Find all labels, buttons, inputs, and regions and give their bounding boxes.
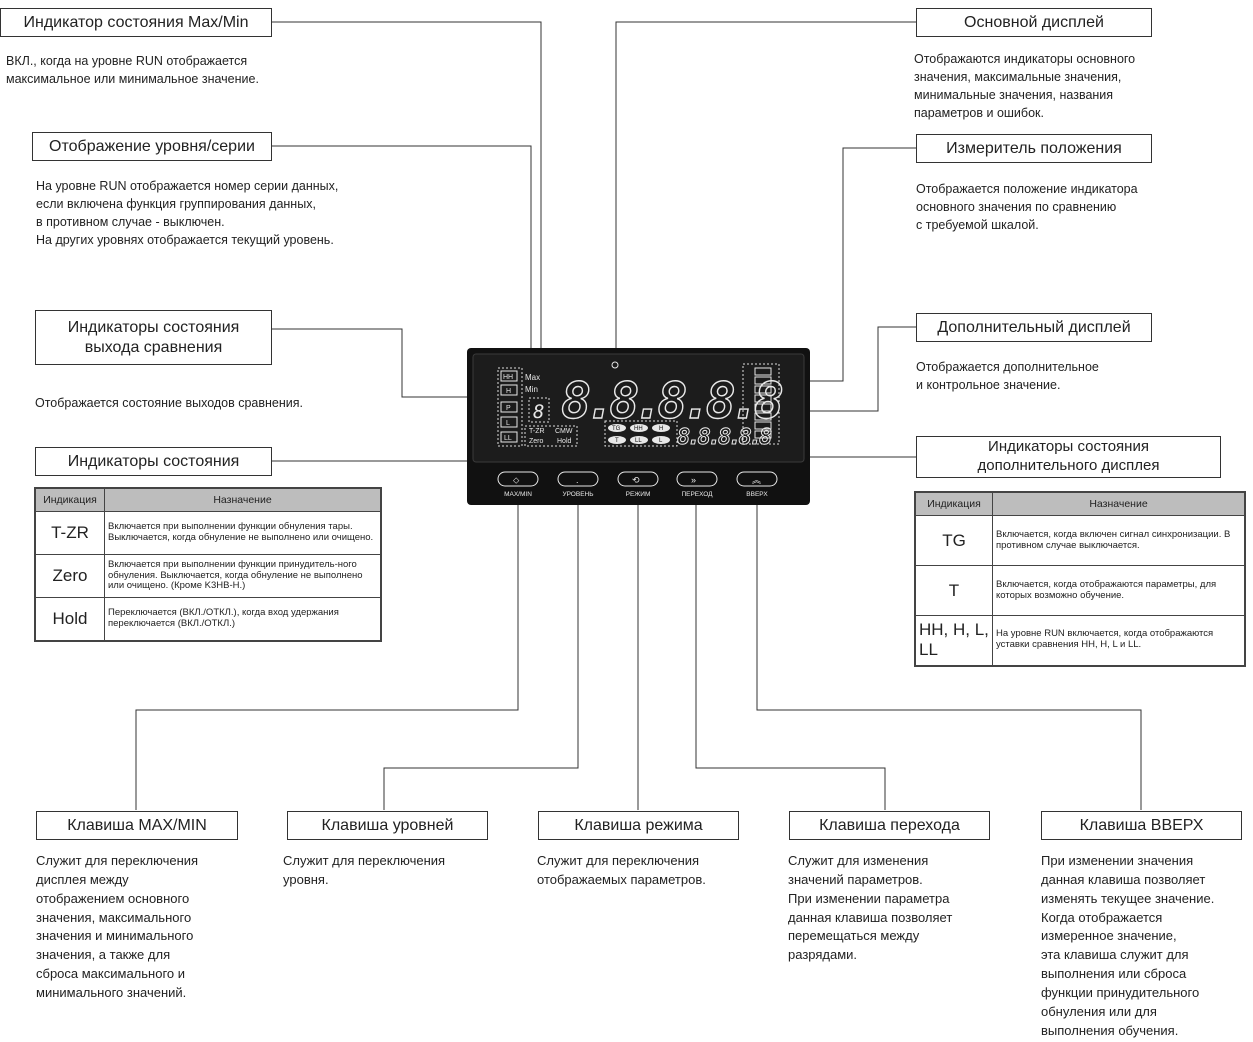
sub-status-indicators-table: Индикация Назначение TG Включается, когд… [914,491,1246,667]
label-key-up: Клавиша ВВЕРХ [1041,811,1242,840]
key-label-level: УРОВЕНЬ [562,491,593,498]
key-label-mode: РЕЖИМ [626,491,651,498]
level-digit: 8 [533,401,544,423]
table-row: T Включается, когда отображаются парамет… [914,565,1246,616]
indicator-desc: Включается, когда отображаются параметры… [992,565,1246,616]
indicator-h: H [506,388,511,395]
level-key-icon: . [576,475,579,485]
indicator-hh: HH [503,374,513,381]
table-header: Назначение [104,487,382,512]
label-maxmin-indicator: Индикатор состояния Max/Min [0,8,272,37]
indicator-name: TG [914,515,993,566]
table-header: Назначение [992,491,1246,516]
position-meter-bars [754,367,772,439]
label-key-mode: Клавиша режима [538,811,739,840]
mode-key-icon: ⟲ [632,475,640,485]
indicator-name: HH, H, L, LL [914,615,993,666]
tzr-indicator: T-ZR [529,428,545,435]
shift-key[interactable]: » [676,471,718,487]
level-key[interactable]: . [557,471,599,487]
up-key-icon: ︽ [752,475,761,485]
desc-sub-display: Отображается дополнительное и контрольно… [916,360,1099,393]
device-front-panel: HH H P L LL Max Min T-ZR Zero CMW Hold 8… [467,348,810,505]
keys-row: ⬦ . ⟲ » ︽ MAX/MIN УРОВЕНЬ РЕЖИМ ПЕРЕХОД … [497,471,778,498]
label-comparison-outputs: Индикаторы состояния выхода сравнения [35,310,272,365]
sub-indicator-l: L [659,438,663,444]
table-header: Индикация [914,491,993,516]
label-status-indicators: Индикаторы состояния [35,447,272,476]
label-sub-status-indicators: Индикаторы состояния дополнительного дис… [916,436,1221,478]
label-sub-display: Дополнительный дисплей [916,313,1152,342]
maxmin-key[interactable]: ⬦ [497,471,539,487]
indicator-desc: Переключается (ВКЛ./ОТКЛ.), когда вход у… [104,597,382,641]
indicator-p: P [506,405,511,412]
mode-key[interactable]: ⟲ [617,471,659,487]
max-indicator: Max [525,373,540,382]
cmw-indicator: CMW [555,428,573,435]
key-label-shift: ПЕРЕХОД [681,491,713,498]
hold-indicator: Hold [557,438,572,445]
display-window [472,353,805,463]
indicator-name: T [914,565,993,616]
label-position-meter: Измеритель положения [916,134,1152,163]
table-row: Hold Переключается (ВКЛ./ОТКЛ.), когда в… [34,597,382,641]
desc-position-meter: Отображается положение индикатора основн… [916,182,1138,233]
sub-indicator-hh: HH [634,426,643,432]
table-header: Индикация [34,487,105,512]
desc-key-maxmin: Служит для переключения дисплея между от… [36,853,199,1000]
indicator-l: L [506,420,510,427]
key-label-up: ВВЕРХ [746,491,768,498]
label-main-display: Основной дисплей [916,8,1152,37]
sub-indicator-t: T [615,438,619,444]
indicator-ll: LL [504,435,512,442]
indicator-name: T-ZR [34,511,105,555]
indicator-name: Hold [34,597,105,641]
label-key-level: Клавиша уровней [287,811,488,840]
shift-key-icon: » [691,475,696,485]
indicator-desc: Включается, когда включен сигнал синхрон… [992,515,1246,566]
status-indicators-table: Индикация Назначение T-ZR Включается при… [34,487,382,642]
desc-key-mode: Служит для переключения отображаемых пар… [537,853,706,887]
desc-key-level: Служит для переключения уровня. [283,853,446,887]
sub-indicator-h: H [659,426,663,432]
indicator-desc: На уровне RUN включается, когда отобража… [992,615,1246,666]
sub-indicator-ll: LL [635,438,642,444]
table-row: HH, H, L, LL На уровне RUN включается, к… [914,615,1246,666]
desc-key-shift: Служит для изменения значений параметров… [788,853,953,963]
label-key-shift: Клавиша перехода [789,811,990,840]
desc-comparison-outputs: Отображается состояние выходов сравнения… [35,396,304,410]
label-level-series: Отображение уровня/серии [32,132,272,161]
desc-level-series: На уровне RUN отображается номер серии д… [36,179,339,248]
main-display-digits: 8.8.8.8.8 [561,372,782,430]
table-row: TG Включается, когда включен сигнал синх… [914,515,1246,566]
indicator-desc: Включается при выполнении функции принуд… [104,554,382,598]
table-row: Zero Включается при выполнении функции п… [34,554,382,598]
table-row: T-ZR Включается при выполнении функции о… [34,511,382,555]
min-indicator: Min [525,385,538,394]
desc-key-up: При изменении значения данная клавиша по… [1041,853,1215,1038]
desc-maxmin-indicator: ВКЛ., когда на уровне RUN отображается м… [6,54,259,87]
key-label-maxmin: MAX/MIN [504,491,532,498]
sub-indicator-tg: TG [612,426,621,432]
indicator-name: Zero [34,554,105,598]
maxmin-key-icon: ⬦ [513,475,520,485]
up-key[interactable]: ︽ [736,471,778,487]
zero-indicator: Zero [529,438,544,445]
indicator-desc: Включается при выполнении функции обнуле… [104,511,382,555]
label-key-maxmin: Клавиша MAX/MIN [36,811,238,840]
desc-main-display: Отображаются индикаторы основного значен… [914,52,1136,121]
